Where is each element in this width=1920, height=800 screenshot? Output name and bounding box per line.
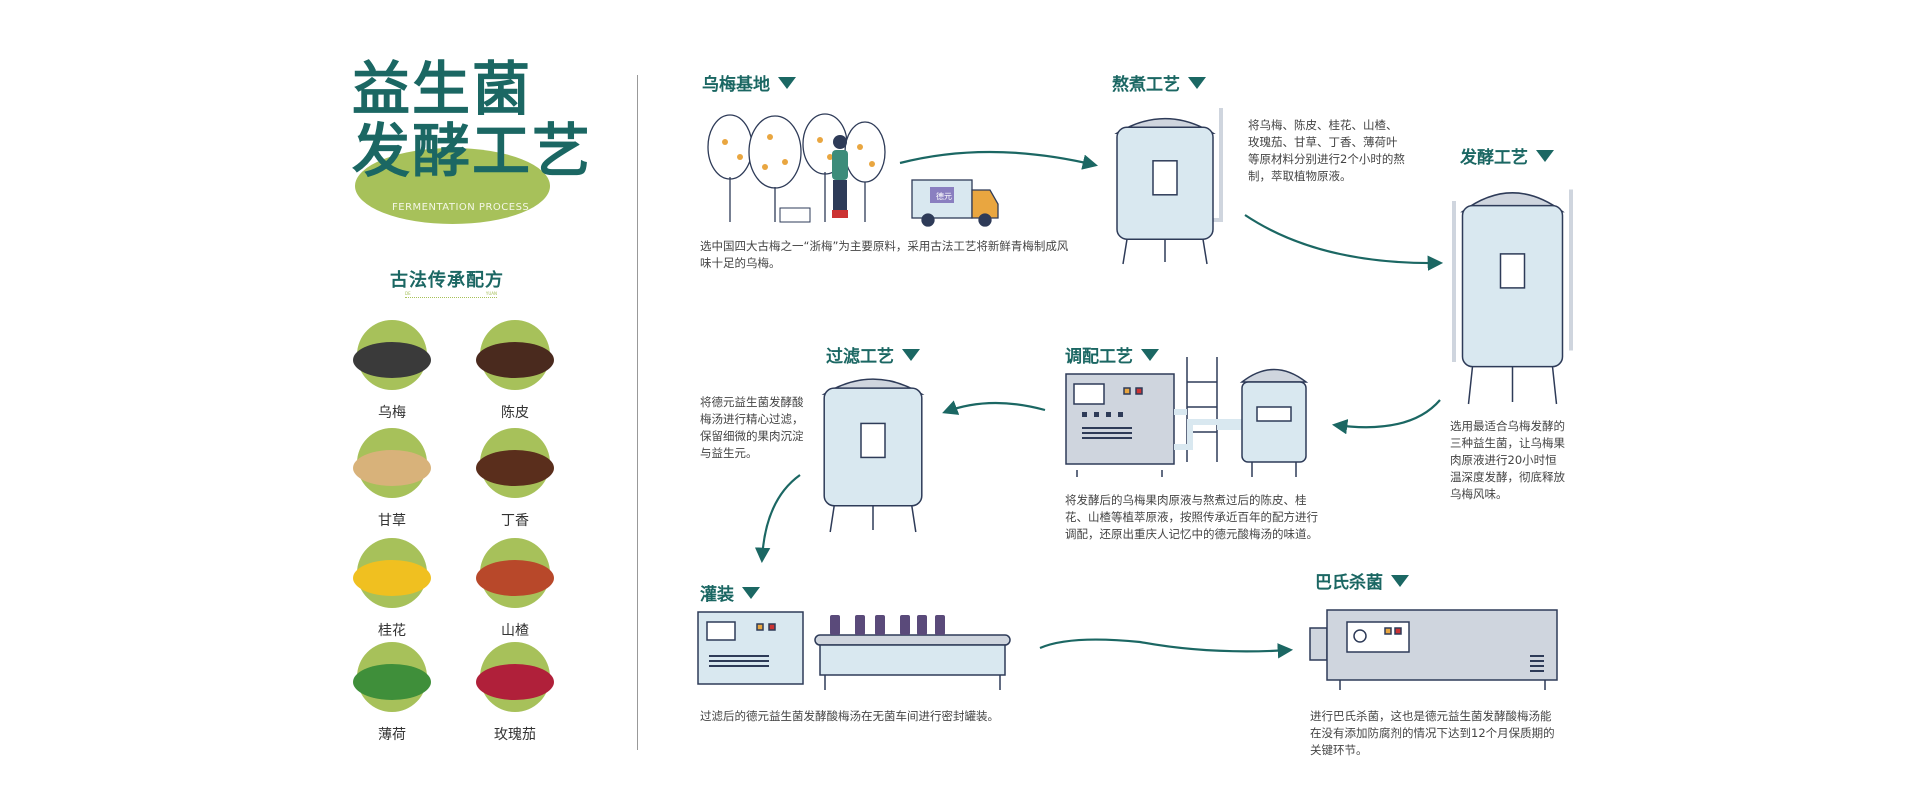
arrow-fill-to-sterilize [1039, 638, 1294, 659]
step-title-text: 巴氏杀菌 [1315, 573, 1383, 593]
ingredient-label: 丁香 [501, 513, 529, 529]
truck-label: 德元 [936, 191, 952, 201]
ingredient-food [476, 664, 554, 700]
step-title-text: 发酵工艺 [1460, 148, 1528, 168]
divider [637, 75, 638, 750]
step-title-text: 过滤工艺 [826, 347, 894, 367]
triangle-down-icon [1391, 575, 1409, 587]
ingredient-item: 丁香 [470, 428, 560, 530]
ingredient-image [476, 428, 554, 498]
filling-line-illustration [697, 611, 1011, 690]
step-desc-ferment: 选用最适合乌梅发酵的三种益生菌，让乌梅果肉原液进行20小时恒温深度发酵，彻底释放… [1450, 419, 1565, 501]
ingredient-food [353, 560, 431, 596]
ingredient-item: 乌梅 [347, 320, 437, 422]
page-subtitle: FERMENTATION PROCESS [392, 202, 530, 213]
ingredient-food [476, 560, 554, 596]
ingredient-label: 桂花 [378, 623, 406, 639]
arrow-filter-to-fill [754, 474, 801, 564]
ingredient-item: 陈皮 [470, 320, 560, 422]
step-desc-fill: 过滤后的德元益生菌发酵酸梅汤在无菌车间进行密封罐装。 [700, 709, 999, 723]
boiling-tank-illustration [1105, 108, 1225, 268]
arrow-blend-to-filter [942, 400, 1046, 415]
ingredient-image [353, 642, 431, 712]
ingredient-label: 甘草 [378, 513, 406, 529]
fermentation-tank-illustration [1450, 178, 1575, 408]
pasteurizer-illustration [1309, 609, 1558, 690]
triangle-down-icon [1536, 150, 1554, 162]
step-title-base: 乌梅基地 [702, 70, 796, 95]
ingredient-image [476, 642, 554, 712]
ingredient-label: 山楂 [501, 623, 529, 639]
ingredient-image [353, 538, 431, 608]
blending-machine-illustration [1065, 357, 1309, 477]
page-title-line2: 发酵工艺 [352, 117, 593, 185]
ingredient-food [353, 450, 431, 486]
step-title-filter: 过滤工艺 [826, 342, 920, 367]
triangle-down-icon [1141, 349, 1159, 361]
ingredient-food [476, 342, 554, 378]
step-title-sterilize: 巴氏杀菌 [1315, 568, 1409, 593]
triangle-down-icon [742, 587, 760, 599]
filter-tank-illustration [812, 368, 934, 536]
ingredient-image [476, 320, 554, 390]
ingredient-label: 玫瑰茄 [494, 727, 536, 743]
recipe-subline: DE YUAN [405, 291, 497, 298]
recipe-heading: 古法传承配方 [390, 270, 504, 291]
arrow-ferment-to-blend [1331, 399, 1441, 435]
step-title-text: 调配工艺 [1065, 347, 1133, 367]
step-title-ferment: 发酵工艺 [1460, 143, 1554, 168]
ingredient-item: 山楂 [470, 538, 560, 640]
ingredient-food [476, 450, 554, 486]
step-title-blend: 调配工艺 [1065, 342, 1159, 367]
ingredient-label: 陈皮 [501, 405, 529, 421]
ingredient-image [476, 538, 554, 608]
ingredient-item: 玫瑰茄 [470, 642, 560, 744]
ingredient-food [353, 342, 431, 378]
triangle-down-icon [778, 77, 796, 89]
step-title-boil: 熬煮工艺 [1112, 70, 1206, 95]
arrow-base-to-boil [899, 150, 1098, 170]
ingredient-image [353, 428, 431, 498]
step-desc-filter: 将德元益生菌发酵酸梅汤进行精心过滤，保留细微的果肉沉淀与益生元。 [700, 395, 804, 460]
step-title-text: 熬煮工艺 [1112, 75, 1180, 95]
arrow-boil-to-ferment [1244, 214, 1444, 271]
ingredient-food [353, 664, 431, 700]
ingredient-image [353, 320, 431, 390]
triangle-down-icon [1188, 77, 1206, 89]
ingredient-item: 桂花 [347, 538, 437, 640]
triangle-down-icon [902, 349, 920, 361]
step-desc-base: 选中国四大古梅之一“浙梅”为主要原料，采用古法工艺将新鲜青梅制成风味十足的乌梅。 [700, 239, 1069, 270]
ingredient-label: 乌梅 [378, 405, 406, 421]
brand-ellipse [355, 148, 550, 224]
step-title-text: 灌装 [700, 585, 734, 605]
ingredient-item: 薄荷 [347, 642, 437, 744]
ingredient-item: 甘草 [347, 428, 437, 530]
page-title-line1: 益生菌 [352, 55, 533, 123]
step-desc-sterilize: 进行巴氏杀菌，这也是德元益生菌发酵酸梅汤能在没有添加防腐剂的情况下达到12个月保… [1310, 709, 1555, 757]
step-desc-blend: 将发酵后的乌梅果肉原液与熬煮过后的陈皮、桂花、山楂等植萃原液，按照传承近百年的配… [1065, 493, 1318, 541]
recipe-sub-left: DE [405, 291, 411, 296]
step-title-fill: 灌装 [700, 580, 760, 605]
recipe-sub-right: YUAN [485, 291, 497, 296]
ingredient-label: 薄荷 [378, 727, 406, 743]
orchard-illustration: 德元 [707, 113, 999, 227]
step-desc-boil: 将乌梅、陈皮、桂花、山楂、玫瑰茄、甘草、丁香、薄荷叶等原材料分别进行2个小时的熬… [1248, 118, 1405, 183]
step-title-text: 乌梅基地 [702, 75, 770, 95]
